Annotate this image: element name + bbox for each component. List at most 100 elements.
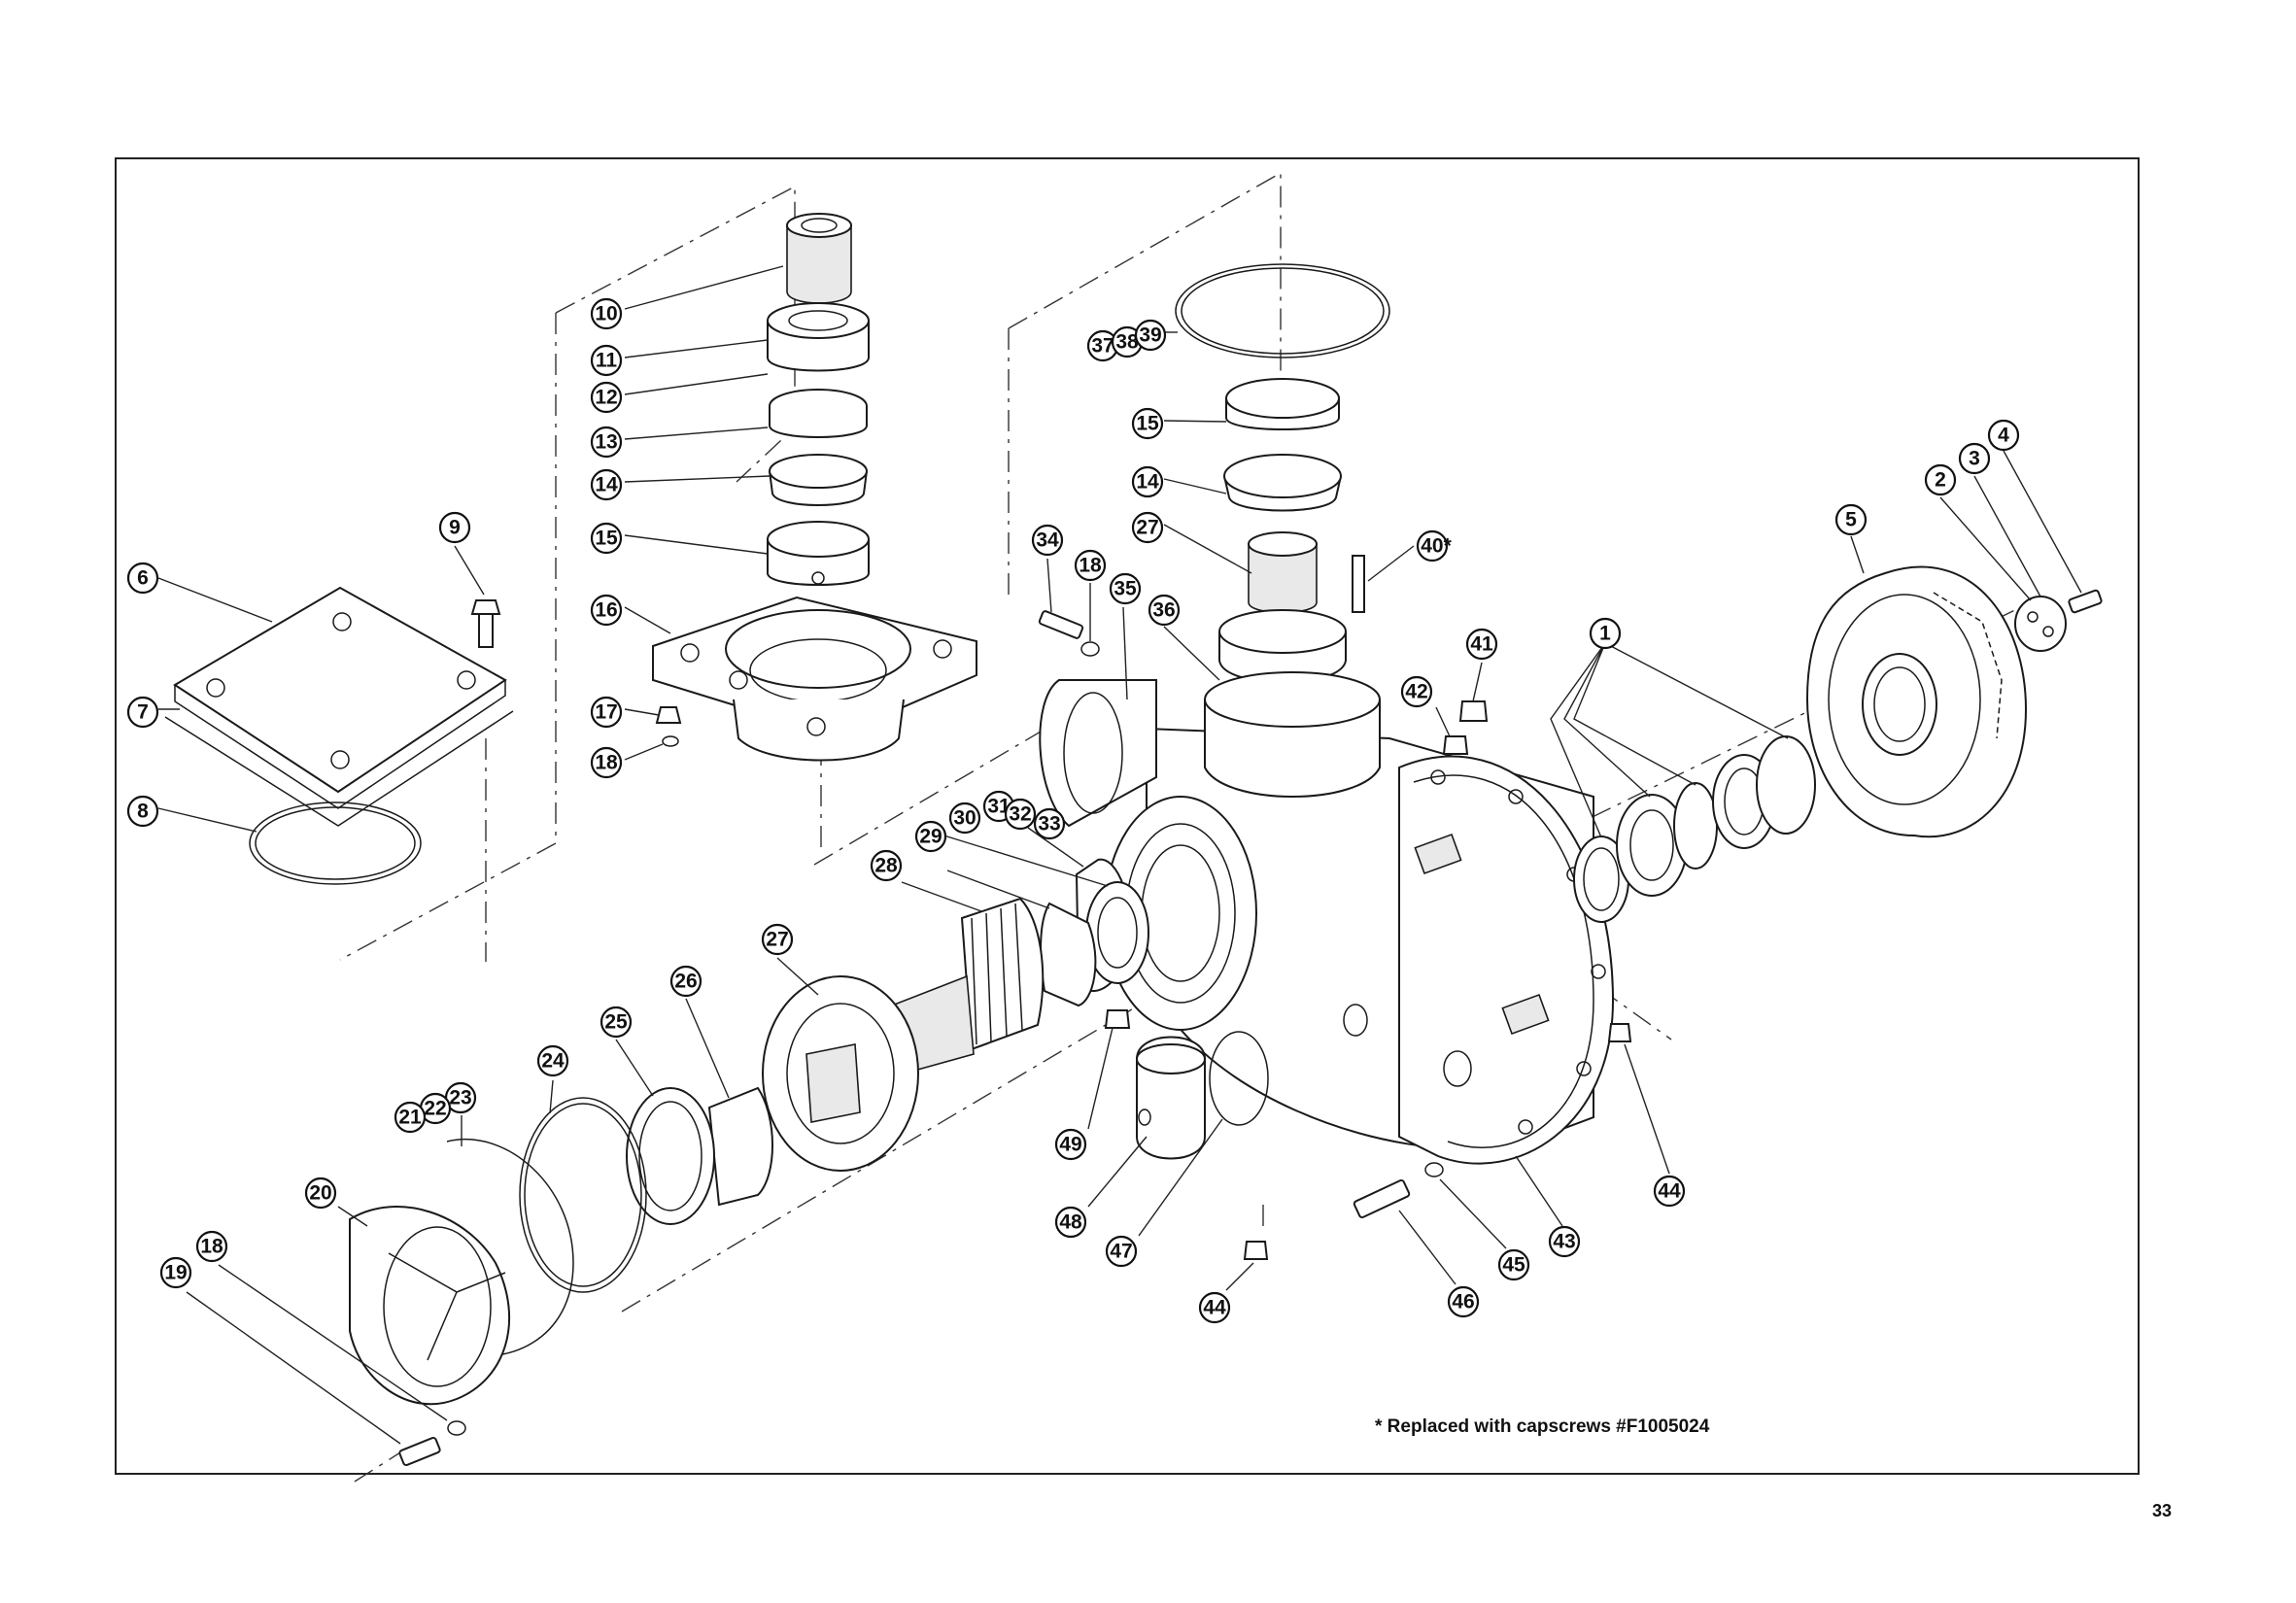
callout-circle bbox=[1834, 503, 1868, 536]
callout-number: 15 bbox=[1136, 413, 1159, 435]
callout-c7: 7 bbox=[126, 696, 159, 729]
callout-circle bbox=[1447, 1285, 1480, 1318]
breather-42 bbox=[1442, 735, 1469, 755]
seal-retainer-35 bbox=[1039, 679, 1157, 828]
callout-c2: 2 bbox=[1924, 463, 1957, 496]
capscrew-19 bbox=[398, 1436, 441, 1467]
callout-c19: 19 bbox=[159, 1256, 192, 1289]
bearing-cone-1e bbox=[1756, 735, 1816, 835]
callout-circle bbox=[1987, 419, 2020, 452]
callout-circle bbox=[1497, 1248, 1530, 1281]
callout-number: 17 bbox=[595, 701, 617, 724]
callout-circle bbox=[1004, 798, 1037, 831]
gasket-23 bbox=[446, 1139, 574, 1357]
callout-number: 25 bbox=[604, 1011, 628, 1034]
callout-circle bbox=[590, 381, 623, 414]
plug-44a bbox=[1243, 1241, 1269, 1260]
end-cover-20 bbox=[349, 1206, 510, 1406]
callout-circle bbox=[1400, 675, 1433, 708]
callout-number: 43 bbox=[1553, 1231, 1575, 1253]
callout-c10: 10 bbox=[590, 297, 623, 330]
callout-c34: 34 bbox=[1031, 524, 1064, 557]
callout-circle bbox=[1131, 511, 1164, 544]
callout-c47: 47 bbox=[1105, 1235, 1138, 1268]
callout-c21: 21 bbox=[394, 1101, 427, 1134]
callout-c35: 35 bbox=[1109, 572, 1142, 605]
callout-c25: 25 bbox=[600, 1006, 633, 1039]
o-ring-8 bbox=[249, 802, 422, 885]
callout-number: 27 bbox=[766, 929, 788, 951]
top-cover-assembly bbox=[164, 586, 514, 885]
callout-c3: 3 bbox=[1958, 442, 1991, 475]
washer-18b bbox=[1080, 641, 1100, 657]
callout-circle bbox=[1109, 572, 1142, 605]
callout-c23: 23 bbox=[444, 1081, 477, 1114]
callout-number: 15 bbox=[595, 528, 618, 550]
callout-c29: 29 bbox=[914, 820, 947, 853]
callout-circle bbox=[1198, 1291, 1231, 1324]
callout-c20: 20 bbox=[304, 1177, 337, 1210]
plug-49 bbox=[1104, 1009, 1131, 1029]
callout-circle bbox=[1134, 319, 1167, 352]
callout-circle bbox=[438, 511, 471, 544]
callout-circle bbox=[1033, 807, 1066, 840]
callout-number: 45 bbox=[1502, 1254, 1525, 1277]
pinion-bearing-assembly bbox=[1175, 263, 1390, 684]
callout-c17: 17 bbox=[590, 696, 623, 729]
callout-number: 7 bbox=[137, 701, 149, 724]
callout-number: 34 bbox=[1036, 529, 1059, 552]
callout-number: 13 bbox=[595, 431, 617, 454]
callout-c15b: 15 bbox=[1131, 407, 1164, 440]
callout-circle bbox=[536, 1044, 569, 1077]
callout-circle bbox=[1074, 549, 1107, 582]
callout-c22: 22 bbox=[419, 1092, 452, 1125]
callout-number: 37 bbox=[1091, 335, 1114, 358]
callout-c14b: 14 bbox=[1131, 465, 1164, 498]
callout-number: 32 bbox=[1009, 803, 1031, 826]
stud-40 bbox=[1352, 555, 1365, 613]
plug-44b bbox=[1607, 1023, 1632, 1042]
callout-circle bbox=[1054, 1128, 1087, 1161]
callout-c46: 46 bbox=[1447, 1285, 1480, 1318]
callout-c8: 8 bbox=[126, 795, 159, 828]
callout-c18a: 18 bbox=[590, 746, 623, 779]
plug-41 bbox=[1458, 700, 1489, 722]
callout-c27a: 27 bbox=[1131, 511, 1164, 544]
callout-number: 21 bbox=[398, 1107, 422, 1129]
bolt-4 bbox=[2068, 589, 2103, 614]
callout-circle bbox=[914, 820, 947, 853]
callout-c1: 1 bbox=[1589, 617, 1622, 650]
callout-c44a: 44 bbox=[1198, 1291, 1231, 1324]
callout-circle bbox=[159, 1256, 192, 1289]
retainer-cap-2 bbox=[2014, 596, 2067, 652]
gasket-7 bbox=[164, 710, 514, 827]
callout-c41: 41 bbox=[1465, 628, 1498, 661]
callout-c9: 9 bbox=[438, 511, 471, 544]
callout-c43: 43 bbox=[1548, 1225, 1581, 1258]
callout-number: 42 bbox=[1405, 681, 1427, 703]
bearing-cone-26 bbox=[707, 1086, 773, 1207]
callout-number: 18 bbox=[200, 1236, 223, 1258]
callout-number: 18 bbox=[1079, 555, 1102, 577]
spacer-1c bbox=[1673, 782, 1718, 870]
callout-c44b: 44 bbox=[1653, 1175, 1686, 1208]
callout-circle bbox=[1105, 1235, 1138, 1268]
callout-circle bbox=[948, 802, 981, 835]
callout-c16: 16 bbox=[590, 594, 623, 627]
loose-hardware bbox=[1038, 610, 1632, 1260]
callout-c37: 37 bbox=[1086, 329, 1119, 362]
callout-number: 33 bbox=[1038, 813, 1060, 836]
callout-circle bbox=[304, 1177, 337, 1210]
capscrew-9-head bbox=[470, 599, 501, 615]
callout-number: 30 bbox=[953, 807, 976, 830]
callout-number: 36 bbox=[1152, 599, 1175, 622]
callout-number: 49 bbox=[1059, 1134, 1081, 1156]
callout-number: 10 bbox=[595, 303, 617, 325]
callout-circle bbox=[195, 1230, 228, 1263]
callout-c48: 48 bbox=[1054, 1206, 1087, 1239]
callout-c18b: 18 bbox=[1074, 549, 1107, 582]
callout-c45: 45 bbox=[1497, 1248, 1530, 1281]
pinion-gear-28 bbox=[960, 897, 1045, 1051]
o-ring-47 bbox=[1209, 1031, 1269, 1126]
